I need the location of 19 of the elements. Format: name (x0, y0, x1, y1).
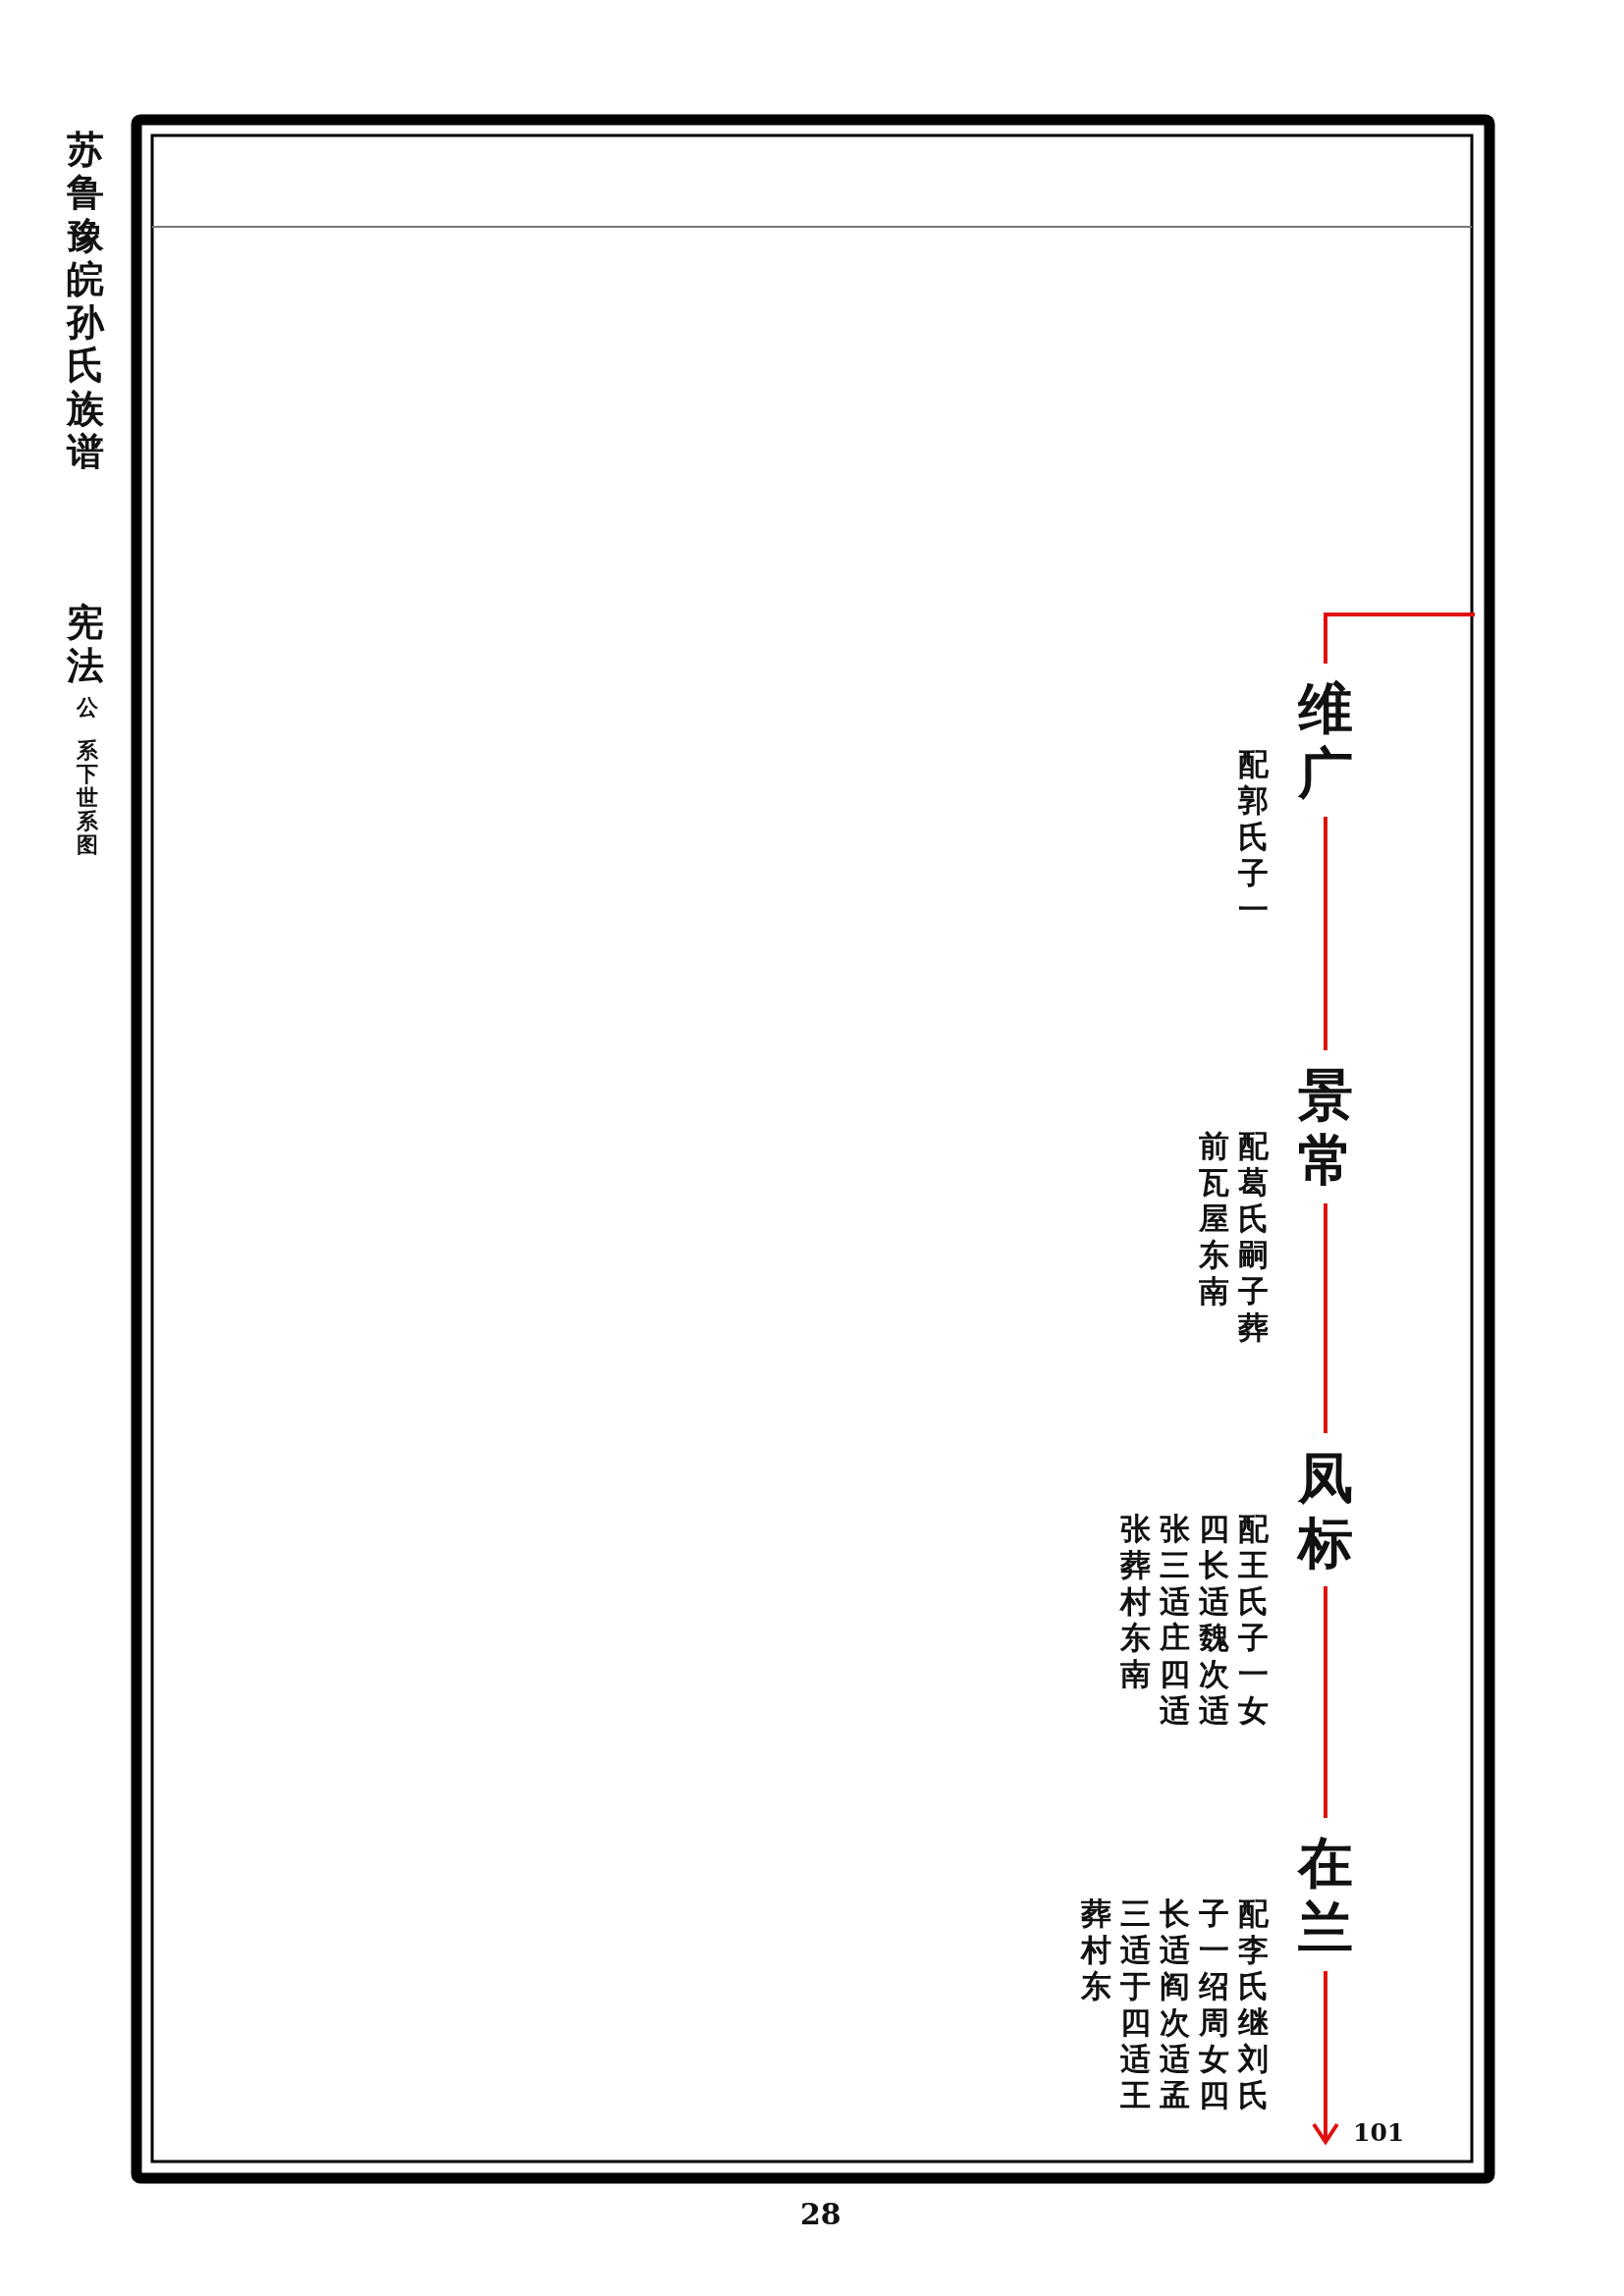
person-name: 在兰 (1298, 1830, 1353, 1959)
branch-subtitle: 系下世系图 (77, 738, 98, 856)
page-reference: 101 (1328, 2118, 1405, 2148)
branch-title: 公 (77, 695, 98, 719)
page-number: 28 (800, 2197, 841, 2231)
lineage-line (1312, 1971, 1339, 2144)
lineage-line (1324, 1203, 1327, 1433)
spouse-note: 配郭氏子一 (1238, 746, 1269, 929)
spouse-note: 配葛氏嗣子葬前瓦屋东南 (1199, 1128, 1269, 1346)
branch-title: 宪法 (67, 601, 104, 687)
person-name: 维广 (1298, 675, 1353, 805)
book-title: 苏鲁豫皖孙氏族谱 (67, 128, 104, 473)
lineage-line (1324, 613, 1475, 664)
spouse-note: 配李氏继刘氏子一绍周女四长适阎次适孟三适于四适王葬村东 (1081, 1896, 1269, 2113)
person-name: 景常 (1298, 1062, 1353, 1192)
spouse-note: 配王氏子一女四长适魏次适张三适庄四适张葬村东南 (1120, 1511, 1269, 1729)
person-name: 凤标 (1298, 1445, 1353, 1575)
lineage-line (1324, 1586, 1327, 1818)
lineage-line (1324, 817, 1327, 1050)
